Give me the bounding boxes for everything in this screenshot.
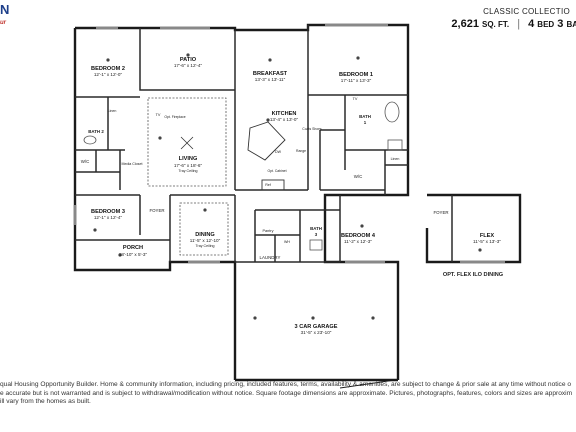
label-foyer2: FOYER [433, 210, 448, 215]
label-bath3-num: 3 [315, 232, 318, 237]
room-dims-bedroom1: 17'-11" x 13'-3" [341, 78, 372, 83]
room-dims-living: 17'-6" x 18'-6" [174, 163, 203, 168]
room-dims-kitchen: 13'-4" x 13'-0" [270, 117, 299, 122]
label-dw: DW [275, 150, 282, 154]
room-name-dining: DINING [195, 232, 215, 238]
garage-door [339, 379, 396, 389]
brand-logo: N [0, 2, 10, 17]
room-dims-dining: 11'-5" x 12'-10" [190, 238, 221, 243]
room-name-bedroom4: BEDROOM 4 [341, 233, 376, 239]
beds-unit: BED [537, 20, 555, 29]
disclaimer-line-2: e accurate but is not warranted and is s… [0, 389, 573, 397]
label-coats: Coats Shoes [302, 127, 322, 131]
brand-tagline: ur [0, 20, 6, 26]
disclaimer: qual Housing Opportunity Builder. Home &… [0, 381, 576, 407]
label-wic-master: W/C [354, 174, 363, 179]
label-opt-flex: OPT. FLEX ILO DINING [443, 272, 503, 278]
label-wic: W/C [81, 159, 90, 164]
stats-separator: | [517, 18, 521, 30]
baths-value: 3 [557, 18, 564, 30]
label-pantry: Pantry [263, 229, 274, 233]
room-dims-patio: 17'-6" x 12'-4" [174, 63, 203, 68]
label-range: Range [296, 149, 306, 153]
label-opt-cabinet: Opt. Cabinet [267, 169, 286, 173]
label-linen2: Linen [391, 157, 400, 161]
windows [73, 23, 388, 264]
opt-flex-plan [425, 193, 522, 264]
label-linen: Linen [108, 109, 117, 113]
kitchen-island [247, 121, 286, 191]
room-name-garage: 3 CAR GARAGE [295, 324, 338, 330]
room-name-breakfast: BREAKFAST [253, 71, 288, 77]
label-opt-fireplace: Opt. Fireplace [164, 115, 185, 119]
label-foyer: FOYER [149, 208, 164, 213]
room-dims-porch: 18'-10" x 5'-3" [119, 252, 148, 257]
room-name-bedroom2: BEDROOM 2 [91, 66, 125, 72]
room-dims-breakfast: 13'-3" x 13'-11" [255, 77, 286, 82]
room-dims-bedroom2: 12'-1" x 12'-0" [94, 72, 123, 77]
room-dims-bedroom4: 11'-2" x 12'-3" [344, 239, 372, 244]
beds-value: 4 [528, 18, 535, 30]
disclaimer-line-1: qual Housing Opportunity Builder. Home &… [0, 381, 572, 388]
room-dims-garage: 31'-5" x 23'-10" [301, 330, 332, 335]
sqft-value: 2,621 [451, 18, 479, 30]
room-name-patio: PATIO [180, 57, 197, 63]
label-wh: WH [284, 240, 290, 244]
baths-unit: BA [566, 20, 576, 29]
label-tv2: TV [353, 97, 358, 101]
home-stats: 2,621 SQ. FT. | 4 BED 3 BA [451, 18, 576, 30]
room-name-porch: PORCH [123, 245, 143, 251]
room-name-bedroom1: BEDROOM 1 [339, 72, 373, 78]
collection-name: CLASSIC COLLECTIO [483, 7, 570, 16]
tray-ceilings [147, 97, 229, 256]
ceiling-fan-icon [180, 136, 194, 150]
room-note-living: Tray Ceiling [178, 169, 197, 173]
room-note-dining: Tray Ceiling [195, 244, 214, 248]
room-name-living: LIVING [179, 156, 198, 162]
room-name-flex: FLEX [480, 233, 495, 239]
label-bath3: BATH [310, 226, 322, 231]
interior-walls [75, 25, 408, 263]
label-laundry: LAUNDRY [260, 255, 281, 260]
light-fixtures [93, 53, 482, 320]
sqft-unit: SQ. FT. [482, 20, 510, 29]
room-dims-flex: 11'-5" x 13'-3" [473, 239, 501, 244]
room-name-kitchen: KITCHEN [272, 111, 297, 117]
label-bath2: BATH 2 [88, 129, 104, 134]
label-bath1-num: 1 [364, 120, 367, 125]
bath-fixtures [83, 101, 403, 251]
label-ref: Ref [265, 183, 271, 187]
room-dims-bedroom3: 12'-1" x 12'-4" [94, 215, 123, 220]
disclaimer-line-3: ill vary from the homes as built. [0, 398, 91, 406]
label-bath1: BATH [359, 114, 371, 119]
room-name-bedroom3: BEDROOM 3 [91, 209, 125, 215]
label-media-closet: Media Closet [122, 162, 143, 166]
label-tv: TV [156, 113, 161, 117]
